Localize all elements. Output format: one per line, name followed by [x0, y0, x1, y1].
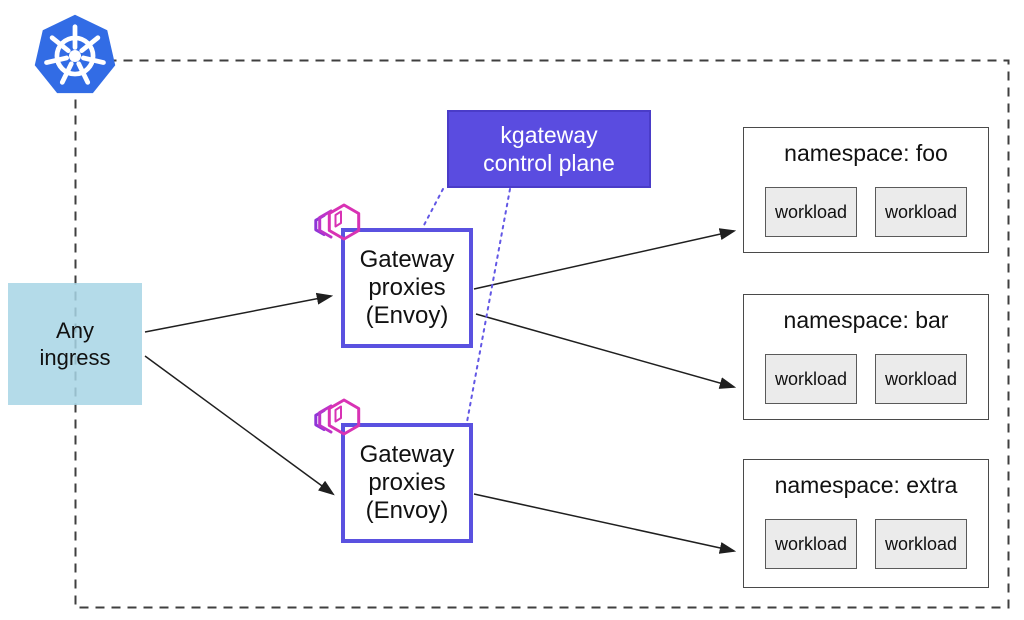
arrow-ingress-to-gateway2: [144, 355, 335, 496]
namespace-panel-foo: namespace: foo workload workload: [743, 127, 989, 253]
envoy-proxy-icon: [314, 203, 361, 241]
workload-row: workload workload: [744, 354, 988, 404]
envoy-proxy-icon: [314, 398, 361, 436]
arrow-ingress-to-gateway1: [144, 292, 334, 333]
workload-box: workload: [875, 354, 967, 404]
cluster-dashed-boundary: [74, 59, 1010, 609]
workload-box: workload: [765, 187, 857, 237]
namespace-title: namespace: bar: [783, 307, 949, 333]
control-plane-box: kgateway control plane: [447, 110, 651, 188]
workload-box: workload: [765, 354, 857, 404]
any-ingress-box: Any ingress: [8, 283, 142, 405]
kubernetes-helm-icon: [34, 14, 116, 94]
workload-box: workload: [875, 519, 967, 569]
dotted-link-controlplane-to-gateway2: [466, 188, 511, 423]
arrow-gateway1-to-ns-bar: [475, 313, 737, 389]
dotted-link-controlplane-to-gateway1: [422, 188, 444, 228]
workload-row: workload workload: [744, 187, 988, 237]
gateway-proxies-box-2: Gateway proxies (Envoy): [341, 423, 473, 543]
arrow-gateway1-to-ns-foo: [473, 228, 737, 290]
namespace-title: namespace: foo: [784, 140, 948, 166]
workload-box: workload: [765, 519, 857, 569]
namespace-panel-extra: namespace: extra workload workload: [743, 459, 989, 588]
namespace-panel-bar: namespace: bar workload workload: [743, 294, 989, 420]
gateway-proxies-box-1: Gateway proxies (Envoy): [341, 228, 473, 348]
workload-box: workload: [875, 187, 967, 237]
arrow-gateway2-to-ns-extra: [473, 493, 737, 554]
workload-row: workload workload: [744, 519, 988, 569]
namespace-title: namespace: extra: [774, 472, 958, 498]
